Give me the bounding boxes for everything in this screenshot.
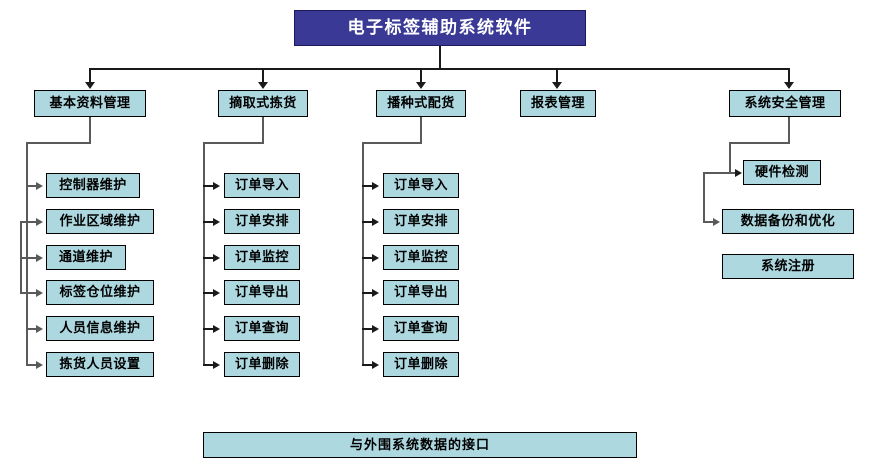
col2-arrow-6 [213,361,220,369]
col2-arrow-2 [213,218,220,226]
drop-line-4 [556,68,558,82]
col2-arrow-3 [213,254,220,262]
col5-trunk-down [788,117,790,143]
node-basic-data-management[interactable]: 基本资料管理 [34,90,146,117]
arrow-down-2 [258,82,268,89]
leaf-order-monitor-sow[interactable]: 订单监控 [383,245,459,270]
col3-stub-3 [362,257,374,259]
col1-arrow-6 [36,361,43,369]
leaf-order-query-sow[interactable]: 订单查询 [383,316,459,341]
col1-trunk-left [26,142,91,144]
leaf-work-area-maintenance[interactable]: 作业区域维护 [46,209,154,234]
col1-stub-3 [20,257,38,259]
drop-line-3 [420,68,422,82]
leaf-order-import-pick[interactable]: 订单导入 [224,173,300,198]
col2-stub-2 [203,221,215,223]
col5-spine [703,172,705,223]
leaf-order-delete-pick[interactable]: 订单删除 [224,352,300,377]
arrow-down-5 [784,82,794,89]
col2-stub-6 [203,364,215,366]
leaf-system-registration[interactable]: 系统注册 [722,254,854,279]
leaf-order-export-sow[interactable]: 订单导出 [383,280,459,305]
col2-trunk-left [203,142,264,144]
leaf-label-location-maintenance[interactable]: 标签仓位维护 [46,280,154,305]
leaf-data-backup-optimization[interactable]: 数据备份和优化 [722,209,854,234]
col2-trunk-down [262,117,264,143]
leaf-aisle-maintenance[interactable]: 通道维护 [46,245,126,270]
leaf-order-arrange-sow[interactable]: 订单安排 [383,209,459,234]
col3-arrow-2 [372,218,379,226]
col2-stub-5 [203,328,215,330]
col2-stub-3 [203,257,215,259]
col3-trunk-down [420,117,422,143]
leaf-hardware-detection[interactable]: 硬件检测 [743,160,821,185]
col3-stub-4 [362,292,374,294]
col3-arrow-5 [372,325,379,333]
col1-arrow-3 [36,254,43,262]
level2-bus-line [90,68,790,70]
col1-stub-6 [26,364,38,366]
footer-external-system-interface[interactable]: 与外围系统数据的接口 [203,432,637,458]
col5-arrow-2 [713,218,720,226]
col3-stub-2 [362,221,374,223]
col3-stub-1 [362,185,374,187]
col2-spine [203,142,205,366]
col2-arrow-4 [213,289,220,297]
leaf-picker-settings[interactable]: 拣货人员设置 [46,352,154,377]
col5-bus-to-spine [703,172,731,174]
col1-stub-2 [26,221,38,223]
col3-spine [362,142,364,366]
leaf-order-monitor-pick[interactable]: 订单监控 [224,245,300,270]
col3-arrow-3 [372,254,379,262]
col5-stub-2 [703,221,715,223]
col3-stub-6 [362,364,374,366]
leaf-controller-maintenance[interactable]: 控制器维护 [46,173,140,198]
col1-arrow-5 [36,325,43,333]
diagram-title-box: 电子标签辅助系统软件 [294,10,586,46]
col1-arrow-1 [36,182,43,190]
col5-stub-1 [729,172,737,174]
col5-trunk-vert [729,142,731,173]
leaf-order-import-sow[interactable]: 订单导入 [383,173,459,198]
drop-line-1 [89,68,91,82]
col3-arrow-4 [372,289,379,297]
node-report-management[interactable]: 报表管理 [520,90,596,117]
col1-arrow-2 [36,218,43,226]
col5-arrow-1 [735,169,742,177]
col5-trunk-left [729,142,790,144]
node-pick-to-light-picking[interactable]: 摘取式拣货 [218,90,308,117]
col3-arrow-6 [372,361,379,369]
node-system-security-management[interactable]: 系统安全管理 [729,90,841,117]
col2-arrow-1 [213,182,220,190]
col1-inner-top-join [20,221,28,223]
arrow-down-3 [416,82,426,89]
col1-stub-5 [26,328,38,330]
title-trunk-line [439,46,441,69]
col2-stub-4 [203,292,215,294]
drop-line-2 [262,68,264,82]
col3-trunk-left [362,142,422,144]
col1-trunk-down [89,117,91,143]
col1-stub-1 [26,185,38,187]
leaf-personnel-info-maintenance[interactable]: 人员信息维护 [46,316,154,341]
leaf-order-query-pick[interactable]: 订单查询 [224,316,300,341]
col2-arrow-5 [213,325,220,333]
leaf-order-delete-sow[interactable]: 订单删除 [383,352,459,377]
leaf-order-arrange-pick[interactable]: 订单安排 [224,209,300,234]
col1-stub-4 [20,292,38,294]
col2-stub-1 [203,185,215,187]
col3-arrow-1 [372,182,379,190]
node-sowing-type-distribution[interactable]: 播种式配货 [376,90,466,117]
arrow-down-4 [552,82,562,89]
col1-arrow-4 [36,289,43,297]
col1-spine-outer [26,142,28,366]
arrow-down-1 [85,82,95,89]
leaf-order-export-pick[interactable]: 订单导出 [224,280,300,305]
drop-line-5 [788,68,790,82]
col3-stub-5 [362,328,374,330]
